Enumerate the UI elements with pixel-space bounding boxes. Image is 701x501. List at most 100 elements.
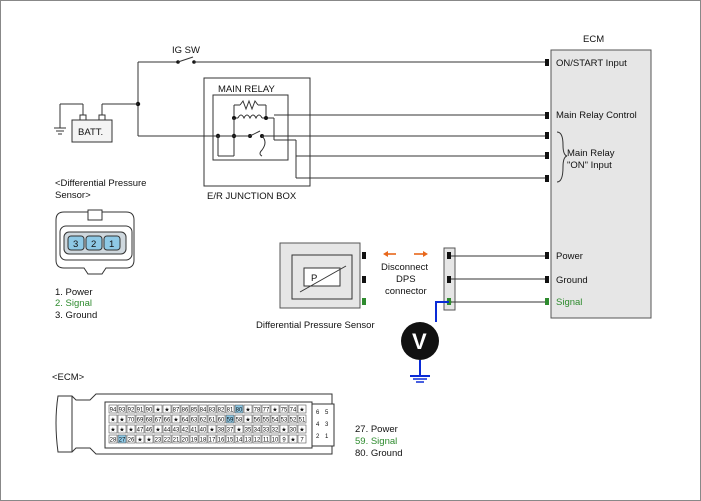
ecm-pin-label: 58 [236, 418, 243, 424]
ecm-pin-cell [171, 434, 181, 444]
sensor-title-2: Sensor> [55, 190, 91, 201]
ecm-pin-cell [162, 424, 172, 434]
ecm-pin-label: 15 [227, 438, 234, 444]
ecm-pin-label: 59 [227, 418, 234, 424]
disconnect-text-3: connector [385, 286, 427, 297]
relay-contact [249, 130, 261, 137]
ecm-pin-cell [270, 404, 280, 414]
ecm-pin-cell [270, 434, 280, 444]
ecm-pin-cell [171, 404, 181, 414]
ecm-pin-cell [243, 404, 253, 414]
ecm-pin-cell [288, 414, 298, 424]
ecm-pin-cell [180, 404, 190, 414]
ecm-pin-cell [144, 434, 154, 444]
ecm-pin-cell [135, 434, 145, 444]
ecm-pin-label: 23 [155, 438, 162, 444]
ecm-pin-cell [189, 434, 199, 444]
ecm-pin-cell [261, 424, 271, 434]
ecm-pin-cell [288, 404, 298, 414]
ecm-pin-cell [171, 414, 181, 424]
ecm-pin-main-relay-on-2: "ON" Input [567, 160, 612, 171]
ig-sw-label: IG SW [172, 45, 200, 56]
ecm-pin-label: 46 [146, 428, 153, 434]
ecm-pin-label: 66 [164, 418, 171, 424]
dp-sensor-label: Differential Pressure Sensor [256, 320, 375, 331]
ecm-pin-cell [216, 434, 226, 444]
ecm-pin-label: 30 [290, 428, 297, 434]
ecm-pin-cell [162, 414, 172, 424]
ecm-pin-label: 14 [236, 438, 243, 444]
ecm-pin-ground: Ground [556, 275, 588, 286]
ecm-small-pin-label: 3 [325, 422, 329, 428]
sensor-legend-power: 1. Power [55, 287, 93, 298]
ecm-pin-cell [144, 414, 154, 424]
ecm-pin-cell [279, 424, 289, 434]
ecm-pin-cell [297, 424, 307, 434]
ecm-pin-cell [288, 424, 298, 434]
ecm-pin-label: ★ [299, 407, 304, 414]
ecm-pin-label: ★ [281, 427, 286, 434]
ecm-pin-label: 80 [236, 408, 243, 414]
ecm-pin-cell [126, 434, 136, 444]
ecm-pin-cell [252, 424, 262, 434]
ecm-pin-cell [225, 424, 235, 434]
ecm-terminal-on-3 [545, 175, 549, 182]
ecm-pin-label: 35 [245, 428, 252, 434]
ecm-pin-label: 91 [137, 408, 144, 414]
ecm-pin-cell [207, 404, 217, 414]
ecm-pin-label: 20 [182, 438, 189, 444]
disconnect-text-1: Disconnect [381, 262, 428, 273]
ecm-pin-cell [108, 404, 118, 414]
ecm-pin-cell [261, 414, 271, 424]
ecm-terminal-main-relay-control [545, 112, 549, 119]
ecm-small-pin-label: 2 [316, 434, 320, 440]
sensor-pin-3 [67, 235, 85, 251]
ecm-pin-label: ★ [110, 417, 115, 424]
ecm-pin-cell [108, 424, 118, 434]
ecm-small-pin-label: 4 [316, 422, 320, 428]
ecm-pin-label: 34 [254, 428, 261, 434]
ecm-pin-label: 52 [290, 418, 297, 424]
ecm-pin-label: 41 [191, 428, 198, 434]
ecm-pin-cell [225, 434, 235, 444]
ecm-pin-label: 69 [137, 418, 144, 424]
ecm-pin-label: 7 [300, 438, 304, 444]
ecm-legend-signal: 59. Signal [355, 436, 397, 447]
ecm-pin-label: 42 [182, 428, 189, 434]
ecm-pin-label: 32 [272, 428, 279, 434]
ecm-pin-cell [279, 414, 289, 424]
voltmeter-symbol: V [412, 329, 427, 354]
ecm-pin-label: 9 [282, 438, 286, 444]
ecm-pin-label: 55 [263, 418, 270, 424]
ecm-pin-label: 84 [200, 408, 207, 414]
ecm-pin-label: 77 [263, 408, 270, 414]
ecm-small-pin-label: 1 [325, 434, 329, 440]
ecm-pin-label: ★ [173, 417, 178, 424]
ecm-pin-label: 81 [227, 408, 234, 414]
ecm-brace [556, 131, 568, 183]
ecm-pin-cell [297, 434, 307, 444]
sensor-pin-2-label: 2 [91, 239, 96, 250]
ecm-pin-label: 53 [281, 418, 288, 424]
ecm-pin-label: 47 [137, 428, 144, 434]
ecm-pin-label: 75 [281, 408, 288, 414]
ecm-pin-cell [198, 424, 208, 434]
ecm-pin-cell [135, 414, 145, 424]
ecm-pin-cell [243, 414, 253, 424]
ecm-pin-label: ★ [137, 437, 142, 444]
ecm-pin-label: 27 [119, 438, 126, 444]
ecm-title: ECM [583, 34, 604, 45]
ecm-pin-label: ★ [146, 437, 151, 444]
ecm-pin-label: 28 [110, 438, 117, 444]
ecm-pin-label: 13 [245, 438, 252, 444]
ecm-legend-power: 27. Power [355, 424, 398, 435]
ecm-pin-cell [117, 434, 127, 444]
ecm-pin-cell [108, 434, 118, 444]
ecm-pin-label: 61 [209, 418, 216, 424]
ecm-pin-label: ★ [155, 407, 160, 414]
ecm-pin-label: ★ [209, 427, 214, 434]
ecm-connector-title: <ECM> [52, 372, 85, 383]
ecm-pin-label: 74 [290, 408, 297, 414]
ecm-pin-cell [135, 424, 145, 434]
